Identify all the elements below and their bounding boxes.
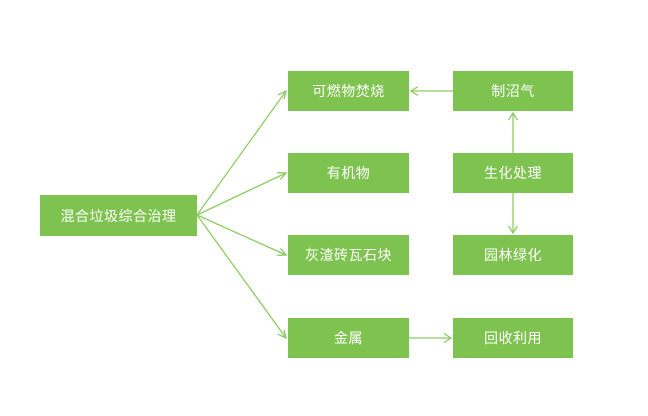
arrow-root-to-combustion bbox=[196, 89, 287, 216]
node-label: 回收利用 bbox=[484, 331, 542, 347]
arrow-root-to-rubble bbox=[196, 214, 288, 256]
node-ash-rubble: 灰渣砖瓦石块 bbox=[288, 235, 409, 275]
arrow-biotreatment-to-biogas bbox=[507, 111, 519, 153]
arrow-metal-to-recycling bbox=[409, 332, 453, 344]
node-label: 生化处理 bbox=[484, 166, 542, 182]
node-label: 园林绿化 bbox=[484, 248, 542, 264]
node-recycling: 回收利用 bbox=[453, 318, 573, 358]
node-label: 可燃物焚烧 bbox=[312, 84, 385, 100]
node-landscaping: 园林绿化 bbox=[453, 235, 573, 275]
arrow-biogas-to-combustion bbox=[409, 85, 453, 97]
node-organic-matter: 有机物 bbox=[288, 153, 409, 193]
node-biogas-production: 制沼气 bbox=[453, 71, 573, 111]
node-label: 有机物 bbox=[326, 166, 371, 182]
node-label: 金属 bbox=[334, 331, 363, 347]
arrow-biotreatment-to-landscaping bbox=[507, 193, 519, 235]
node-combustible-incineration: 可燃物焚烧 bbox=[288, 71, 409, 111]
arrow-root-to-metal bbox=[196, 214, 287, 340]
node-label: 制沼气 bbox=[491, 84, 535, 100]
node-label: 混合垃圾综合治理 bbox=[60, 208, 177, 225]
node-biochemical-treatment: 生化处理 bbox=[453, 153, 573, 193]
node-mixed-waste-treatment: 混合垃圾综合治理 bbox=[40, 195, 197, 236]
arrow-root-to-organic bbox=[196, 172, 288, 216]
node-label: 灰渣砖瓦石块 bbox=[305, 248, 392, 264]
node-metal: 金属 bbox=[288, 318, 409, 358]
